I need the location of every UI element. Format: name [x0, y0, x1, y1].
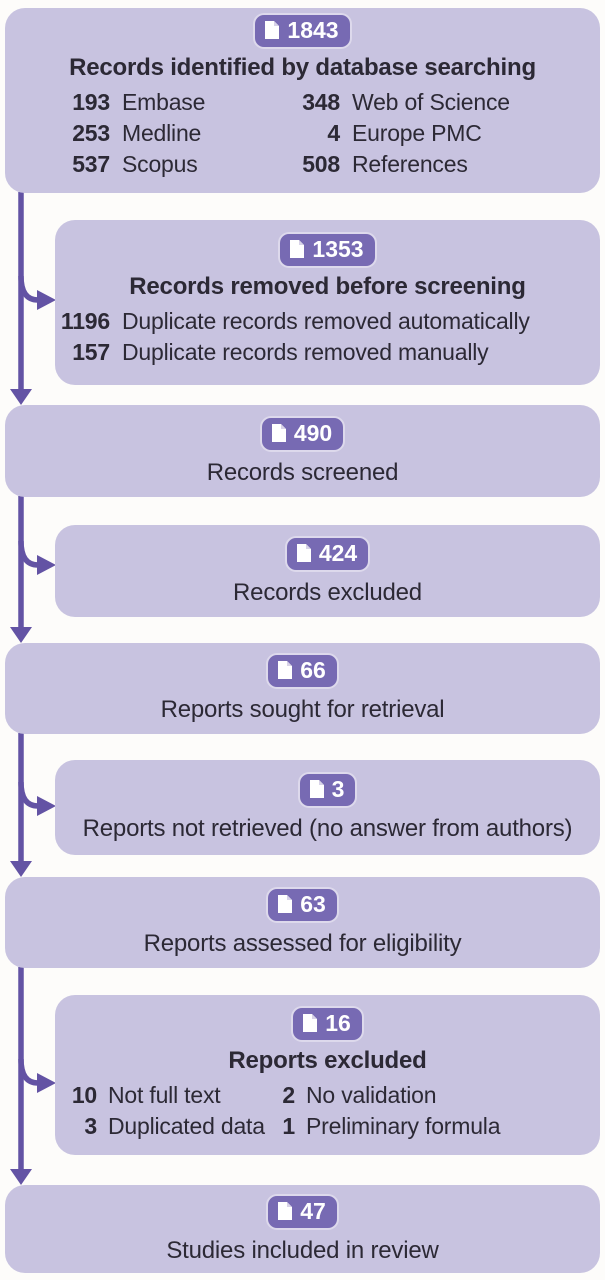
connector-screened-to-sought [10, 496, 56, 643]
count-badge: 1843 [253, 13, 352, 49]
count-label: References [352, 151, 468, 177]
connector-assessed-to-included [10, 967, 56, 1185]
box-title: Records identified by database searching [69, 54, 536, 81]
count-row: 3 Duplicated data 1 Preliminary formula [55, 1111, 600, 1142]
count-value: 490 [293, 419, 333, 446]
count-label: Medline [122, 120, 202, 146]
count-label: Duplicated data [108, 1113, 265, 1139]
box-label: Reports sought for retrieval [160, 696, 445, 723]
arrowhead-right-icon [37, 555, 56, 575]
count-label: Preliminary formula [306, 1113, 501, 1139]
document-icon [290, 240, 305, 258]
count-value: 1 [282, 1113, 295, 1139]
connector-sought-to-assessed [10, 733, 56, 877]
box-title: Records removed before screening [129, 273, 526, 300]
count-value: 1353 [312, 236, 364, 262]
count-value: 63 [300, 891, 326, 917]
count-value: 348 [302, 89, 340, 115]
source-counts: 193 Embase 348 Web of Science 253 Medlin… [5, 87, 600, 180]
box-label: Records excluded [233, 578, 422, 606]
count-badge: 3 [297, 772, 358, 808]
count-value: 47 [300, 1197, 326, 1224]
flow-box-reports-sought: 66 Reports sought for retrieval [5, 643, 600, 734]
count-value: 253 [72, 120, 110, 146]
count-row: 157 Duplicate records removed manually [55, 337, 600, 368]
count-label: Not full text [108, 1082, 221, 1108]
count-badge: 66 [266, 653, 339, 689]
count-badge: 1353 [278, 232, 377, 268]
arrowhead-down-icon [10, 627, 32, 643]
box-label: Studies included in review [166, 1236, 439, 1264]
count-value: 3 [84, 1113, 97, 1139]
flow-box-reports-assessed: 63 Reports assessed for eligibility [5, 877, 600, 968]
arrowhead-right-icon [37, 290, 56, 310]
count-label: Duplicate records removed automatically [122, 308, 530, 334]
count-value: 1196 [60, 308, 110, 334]
flow-box-studies-included: 47 Studies included in review [5, 1185, 600, 1273]
count-value: 508 [302, 151, 340, 177]
count-label: Web of Science [352, 89, 510, 115]
count-row: 10 Not full text 2 No validation [55, 1080, 600, 1111]
count-value: 16 [325, 1010, 351, 1036]
count-value: 2 [282, 1082, 295, 1108]
count-value: 157 [72, 339, 110, 365]
flow-box-records-identified: 1843 Records identified by database sear… [5, 8, 600, 193]
document-icon [278, 1201, 293, 1220]
flow-box-records-removed: 1353 Records removed before screening 11… [55, 220, 600, 385]
count-badge: 16 [291, 1006, 364, 1042]
count-label: No validation [306, 1082, 437, 1108]
count-row: 537 Scopus 508 References [5, 149, 600, 180]
document-icon [265, 21, 280, 39]
arrowhead-down-icon [10, 1169, 32, 1185]
box-label: Reports assessed for eligibility [143, 930, 462, 957]
connector-identified-to-screened [10, 192, 56, 405]
box-label: Records screened [206, 458, 399, 486]
exclusion-counts: 10 Not full text 2 No validation 3 Dupli… [55, 1080, 600, 1142]
count-value: 3 [331, 776, 345, 802]
count-value: 10 [71, 1082, 97, 1108]
count-label: Embase [122, 89, 206, 115]
count-row: 253 Medline 4 Europe PMC [5, 118, 600, 149]
count-row: 1196 Duplicate records removed automatic… [55, 306, 600, 337]
count-value: 1843 [287, 17, 339, 43]
count-badge: 490 [259, 415, 346, 452]
flow-box-records-screened: 490 Records screened [5, 405, 600, 497]
arrowhead-right-icon [37, 1073, 56, 1093]
count-badge: 63 [266, 887, 339, 923]
count-badge: 47 [266, 1193, 339, 1230]
count-value: 424 [318, 539, 358, 566]
flow-box-records-excluded: 424 Records excluded [55, 525, 600, 617]
flow-box-reports-excluded: 16 Reports excluded 10 Not full text 2 N… [55, 995, 600, 1155]
count-label: Scopus [122, 151, 198, 177]
document-icon [303, 1014, 318, 1032]
count-row: 193 Embase 348 Web of Science [5, 87, 600, 118]
count-badge: 424 [284, 535, 371, 572]
count-label: Europe PMC [352, 120, 482, 146]
box-label: Reports not retrieved (no answer from au… [82, 815, 573, 842]
count-value: 193 [72, 89, 110, 115]
box-title: Reports excluded [228, 1047, 427, 1074]
arrowhead-right-icon [37, 796, 56, 816]
document-icon [296, 543, 311, 562]
document-icon [271, 423, 286, 442]
document-icon [278, 661, 293, 679]
count-label: Duplicate records removed manually [122, 339, 489, 365]
count-value: 537 [72, 151, 110, 177]
count-value: 66 [300, 657, 326, 683]
count-value: 4 [327, 120, 340, 146]
document-icon [309, 780, 324, 798]
document-icon [278, 895, 293, 913]
flow-box-reports-not-retrieved: 3 Reports not retrieved (no answer from … [55, 760, 600, 855]
arrowhead-down-icon [10, 861, 32, 877]
arrowhead-down-icon [10, 389, 32, 405]
removal-counts: 1196 Duplicate records removed automatic… [55, 306, 600, 368]
